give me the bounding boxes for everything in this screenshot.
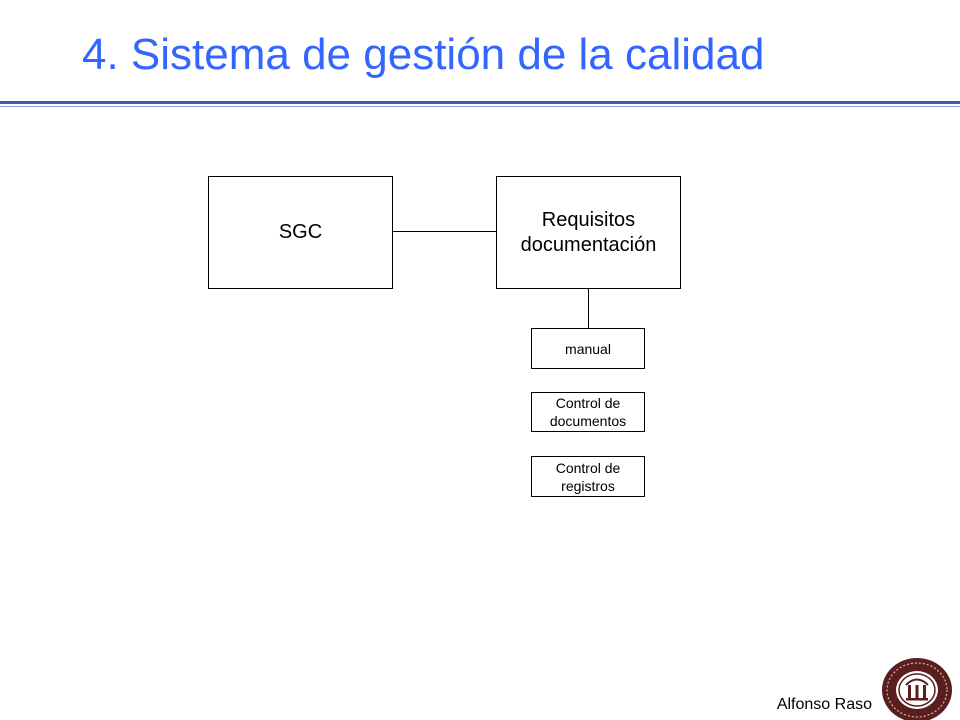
control-documentos-box: Control de documentos [531, 392, 645, 432]
requisitos-label-line2: documentación [520, 233, 657, 256]
requisitos-box: Requisitos documentación [496, 176, 681, 289]
manual-box: manual [531, 328, 645, 369]
connector-sgc-requisitos [392, 231, 497, 232]
author-name: Alfonso Raso [776, 696, 872, 713]
connector-requisitos-manual [588, 288, 589, 329]
university-seal-icon [882, 658, 952, 720]
control-documentos-line2: documentos [549, 413, 627, 429]
control-registros-box: Control de registros [531, 456, 645, 497]
sgc-box: SGC [208, 176, 393, 289]
title-rule [0, 101, 960, 104]
manual-label: manual [565, 340, 611, 357]
control-registros-line2: registros [561, 477, 615, 494]
requisitos-label-line1: Requisitos [541, 208, 636, 231]
control-registros-line1: Control de [555, 459, 621, 476]
control-documentos-line1: Control de [555, 395, 621, 411]
sgc-label: SGC [278, 221, 323, 243]
page-title: 4. Sistema de gestión de la calidad [82, 30, 765, 79]
title-rule-thin [0, 106, 960, 107]
